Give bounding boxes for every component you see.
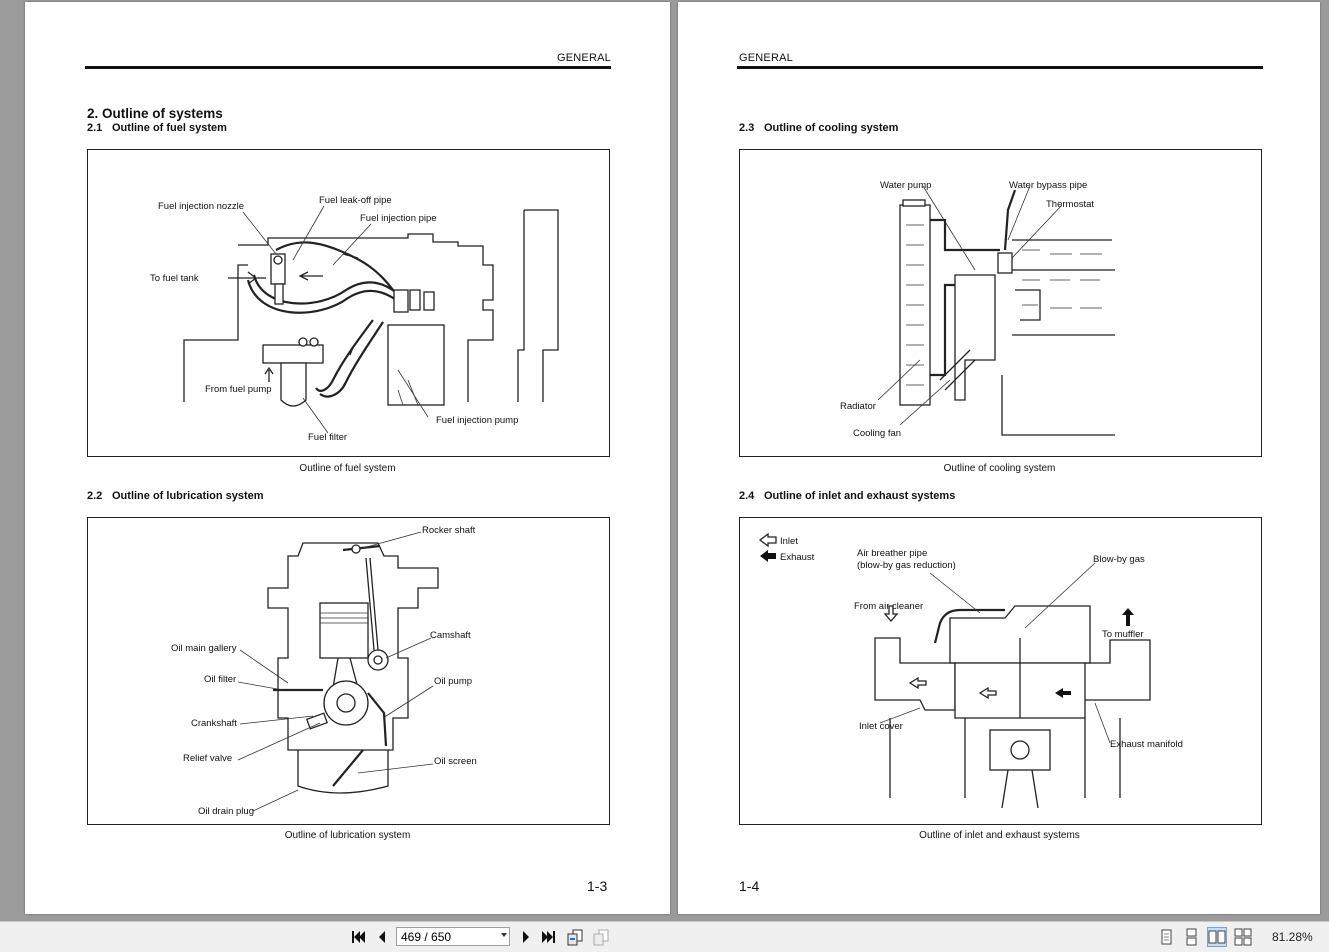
svg-text:Rocker shaft: Rocker shaft [422,525,476,536]
cooling-system-figure: Water pump Water bypass pipe Thermostat … [739,149,1262,457]
single-page-view-button[interactable] [1157,928,1175,946]
figure-caption-cooling: Outline of cooling system [943,463,1056,474]
svg-text:Fuel injection pump: Fuel injection pump [436,415,518,426]
svg-text:Thermostat: Thermostat [1046,199,1094,210]
svg-text:Fuel injection pipe: Fuel injection pipe [360,213,437,224]
fuel-system-figure: Fuel injection nozzle Fuel leak-off pipe… [87,149,610,457]
go-forward-view-button[interactable] [592,928,610,946]
first-page-icon [352,931,365,943]
last-page-button[interactable] [540,928,558,946]
svg-text:Inlet cover: Inlet cover [859,721,903,732]
svg-text:To fuel tank: To fuel tank [150,273,199,284]
lubrication-system-figure: Rocker shaft Camshaft Oil main gallery O… [87,517,610,825]
forward-view-icon [593,929,609,946]
header-rule [85,66,611,69]
zoom-level[interactable]: 81.28% [1272,930,1313,944]
svg-text:Fuel injection nozzle: Fuel injection nozzle [158,201,244,212]
next-page-icon [523,931,529,943]
svg-text:Relief valve: Relief valve [183,753,232,764]
svg-text:From fuel pump: From fuel pump [205,384,272,395]
facing-continuous-icon [1234,928,1252,946]
svg-text:Radiator: Radiator [840,401,876,412]
svg-text:Oil screen: Oil screen [434,756,477,767]
section-title: 2. Outline of systems [87,106,223,121]
continuous-view-button[interactable] [1182,928,1200,946]
chevron-down-icon[interactable] [501,933,507,937]
svg-text:From air cleaner: From air cleaner [854,601,923,612]
svg-text:Inlet: Inlet [780,536,798,547]
svg-text:Water pump: Water pump [880,180,931,191]
single-page-icon [1161,929,1172,945]
svg-text:Camshaft: Camshaft [430,630,471,641]
svg-text:(blow-by gas reduction): (blow-by gas reduction) [857,560,956,571]
svg-text:To muffler: To muffler [1102,629,1144,640]
svg-text:Oil pump: Oil pump [434,676,472,687]
back-view-icon [567,929,583,946]
page-header: GENERAL [739,52,793,64]
last-page-icon [542,931,555,943]
svg-text:Blow-by gas: Blow-by gas [1093,554,1145,565]
facing-pages-view-button[interactable] [1207,927,1227,947]
page-number-field[interactable] [396,927,510,946]
svg-text:Cooling fan: Cooling fan [853,428,901,439]
prev-page-button[interactable] [373,928,391,946]
header-rule [737,66,1263,69]
svg-text:Exhaust manifold: Exhaust manifold [1110,739,1183,750]
svg-text:Oil drain plug: Oil drain plug [198,806,254,817]
prev-page-icon [379,931,385,943]
page-number-left: 1-3 [587,878,608,894]
facing-pages-icon [1208,930,1226,944]
svg-text:Fuel leak-off pipe: Fuel leak-off pipe [319,195,392,206]
figure-caption-fuel: Outline of fuel system [299,463,396,474]
figure-caption-lubrication: Outline of lubrication system [284,830,411,841]
continuous-page-icon [1186,928,1197,946]
next-page-button[interactable] [517,928,535,946]
svg-text:Oil main gallery: Oil main gallery [171,643,237,654]
inlet-exhaust-figure: Inlet Exhaust [739,517,1262,825]
page-header: GENERAL [557,52,611,64]
go-back-view-button[interactable] [566,928,584,946]
svg-text:Oil filter: Oil filter [204,674,236,685]
viewer-toolbar: 81.28% [0,921,1329,952]
svg-text:Water bypass pipe: Water bypass pipe [1009,180,1087,191]
first-page-button[interactable] [349,928,367,946]
page-number-right: 1-4 [739,878,760,894]
page-number-input[interactable] [397,928,497,945]
facing-continuous-view-button[interactable] [1234,928,1252,946]
svg-text:Crankshaft: Crankshaft [191,718,237,729]
svg-text:Air breather pipe: Air breather pipe [857,548,927,559]
figure-caption-inlet-exhaust: Outline of inlet and exhaust systems [919,830,1080,841]
svg-text:Exhaust: Exhaust [780,552,815,563]
svg-text:Fuel filter: Fuel filter [308,432,347,443]
